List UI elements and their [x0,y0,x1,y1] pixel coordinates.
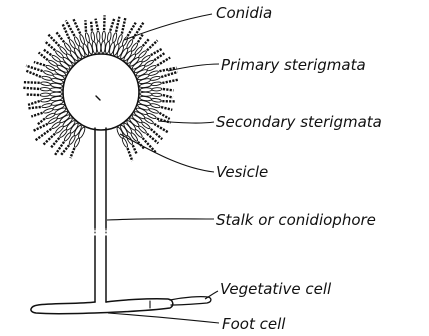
conidia-chain [44,50,52,55]
secondary-sterigma [96,31,100,41]
primary-sterigma [140,88,152,93]
label-vegetative-cell: Vegetative cell [220,280,332,298]
foot-cell [31,297,211,314]
conidia-chain [39,53,48,61]
stalk [95,128,106,302]
secondary-sterigma [148,108,158,114]
conidia-chain [110,19,114,31]
conidia-chain [38,119,45,125]
conidia-chain [104,15,105,30]
secondary-sterigma [150,76,160,82]
vesicle [63,54,139,130]
secondary-sterigma [43,70,53,76]
conidia-chain [143,138,157,153]
conidia-chain [154,124,168,133]
conidia-chain [163,95,173,98]
secondary-sterigma [152,87,162,91]
label-conidia: Conidia [216,4,272,22]
label-primary-sterigmata: Primary sterigmata [221,56,366,74]
secondary-sterigma [107,31,112,41]
conidia-chain [85,20,86,32]
conidia-chain [56,32,64,42]
primary-sterigma [50,92,62,97]
conidia-chain [45,41,55,50]
conidia-chain [31,113,42,117]
conidia-chain [133,145,137,153]
primary-sterigma [101,41,106,53]
conidia-chain [55,142,64,155]
secondary-sterigma [117,34,123,44]
conidia-chain [116,17,119,32]
conidia-chain [122,18,126,34]
label-foot-cell: Foot cell [222,315,286,333]
label-stalk: Stalk or conidiophore [216,211,376,229]
secondary-sterigma [151,98,161,103]
conidia-chain [66,20,75,36]
secondary-sterigma [150,103,160,109]
conidia-chain [26,66,42,71]
conidia-chain [91,21,92,31]
label-vesicle: Vesicle [216,163,268,181]
conidia-chain [161,72,177,77]
conidia-chain [147,40,158,50]
conidia-chain [28,101,40,105]
conidia-chain [26,71,41,77]
conidia-chain [157,58,170,66]
secondary-sterigma [41,103,51,109]
conidia-chain [128,148,133,161]
primary-sterigma [97,41,102,53]
secondary-sterigma [112,32,118,42]
secondary-sterigma [90,31,95,41]
conidia-chain [163,89,174,90]
conidia-chain [34,62,45,65]
secondary-sterigma [148,70,158,76]
primary-sterigma [50,87,62,92]
primary-sterigma [140,92,152,97]
conidia-chain [70,148,74,158]
vesicle-mark [96,96,100,100]
conidia-chain [28,107,41,108]
secondary-sterigma [43,108,53,114]
secondary-sterigma [85,32,91,42]
secondary-sterigma [41,76,51,82]
conidia-chain [33,124,48,131]
conidia-chain [159,113,169,119]
secondary-sterigma [40,93,50,97]
conidial-head [22,15,178,161]
secondary-sterigma [40,87,50,91]
conidia-chain [162,80,178,83]
secondary-sterigma [151,81,161,86]
conidia-chain [161,107,172,110]
conidia-chain [23,82,40,83]
conidia-chain [51,138,59,147]
secondary-sterigma [152,93,162,97]
conidia-chain [73,18,80,33]
conidia-chain [96,19,99,31]
secondary-sterigma [40,98,50,103]
secondary-sterigma [79,34,85,44]
conidia-chain [151,49,162,55]
secondary-sterigma [40,81,50,86]
conidia-chain [138,34,143,42]
conidia-chain [128,23,136,36]
conidia-chain [143,39,149,46]
label-secondary-sterigmata: Secondary sterigmata [216,113,382,131]
conidia-chain [22,88,39,89]
conidia-chain [154,53,164,60]
conidia-chain [26,95,39,96]
secondary-sterigma [102,31,106,41]
